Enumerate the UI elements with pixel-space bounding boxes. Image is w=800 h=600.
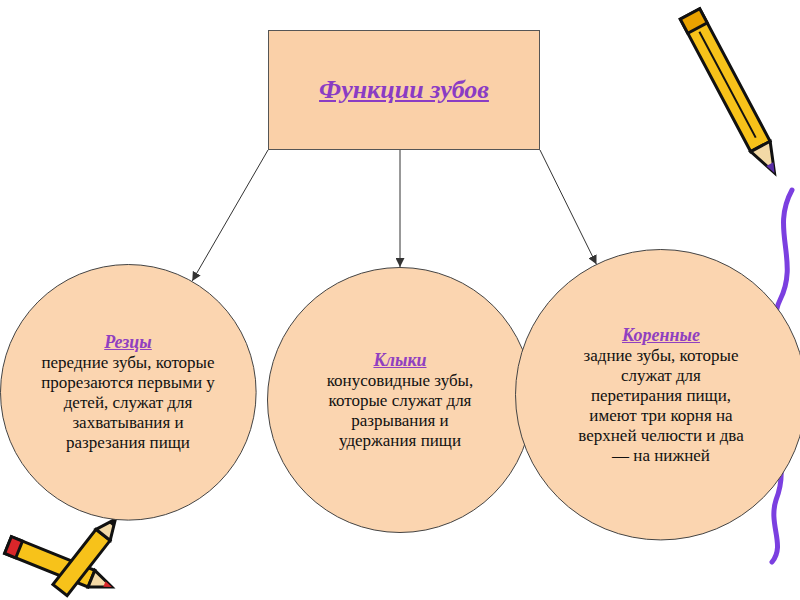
arrow-connector: [540, 150, 596, 264]
circle-outline: [0, 264, 256, 521]
pencil-icon: [53, 514, 123, 596]
tooth-description: передние зубы, которые прорезаются первы…: [40, 353, 216, 453]
tooth-circle: Клыкиконусовидные зубы, которые служат д…: [267, 267, 533, 533]
arrow-connector: [192, 150, 268, 281]
pencil-icon: [680, 9, 784, 178]
tooth-circle: Коренныезадние зубы, которые служат для …: [515, 249, 800, 540]
tooth-description: задние зубы, которые служат для перетира…: [575, 346, 747, 466]
title-text: Функции зубов: [319, 75, 489, 105]
arrow-connector: [400, 150, 401, 267]
tooth-name: Резцы: [40, 331, 216, 353]
tooth-description: конусовидные зубы, которые служат для ра…: [312, 371, 488, 451]
tooth-circle: Резцыпередние зубы, которые прорезаются …: [0, 264, 256, 521]
title-box: Функции зубов: [268, 30, 540, 150]
tooth-name: Клыки: [312, 349, 488, 371]
tooth-name: Коренные: [575, 324, 747, 346]
